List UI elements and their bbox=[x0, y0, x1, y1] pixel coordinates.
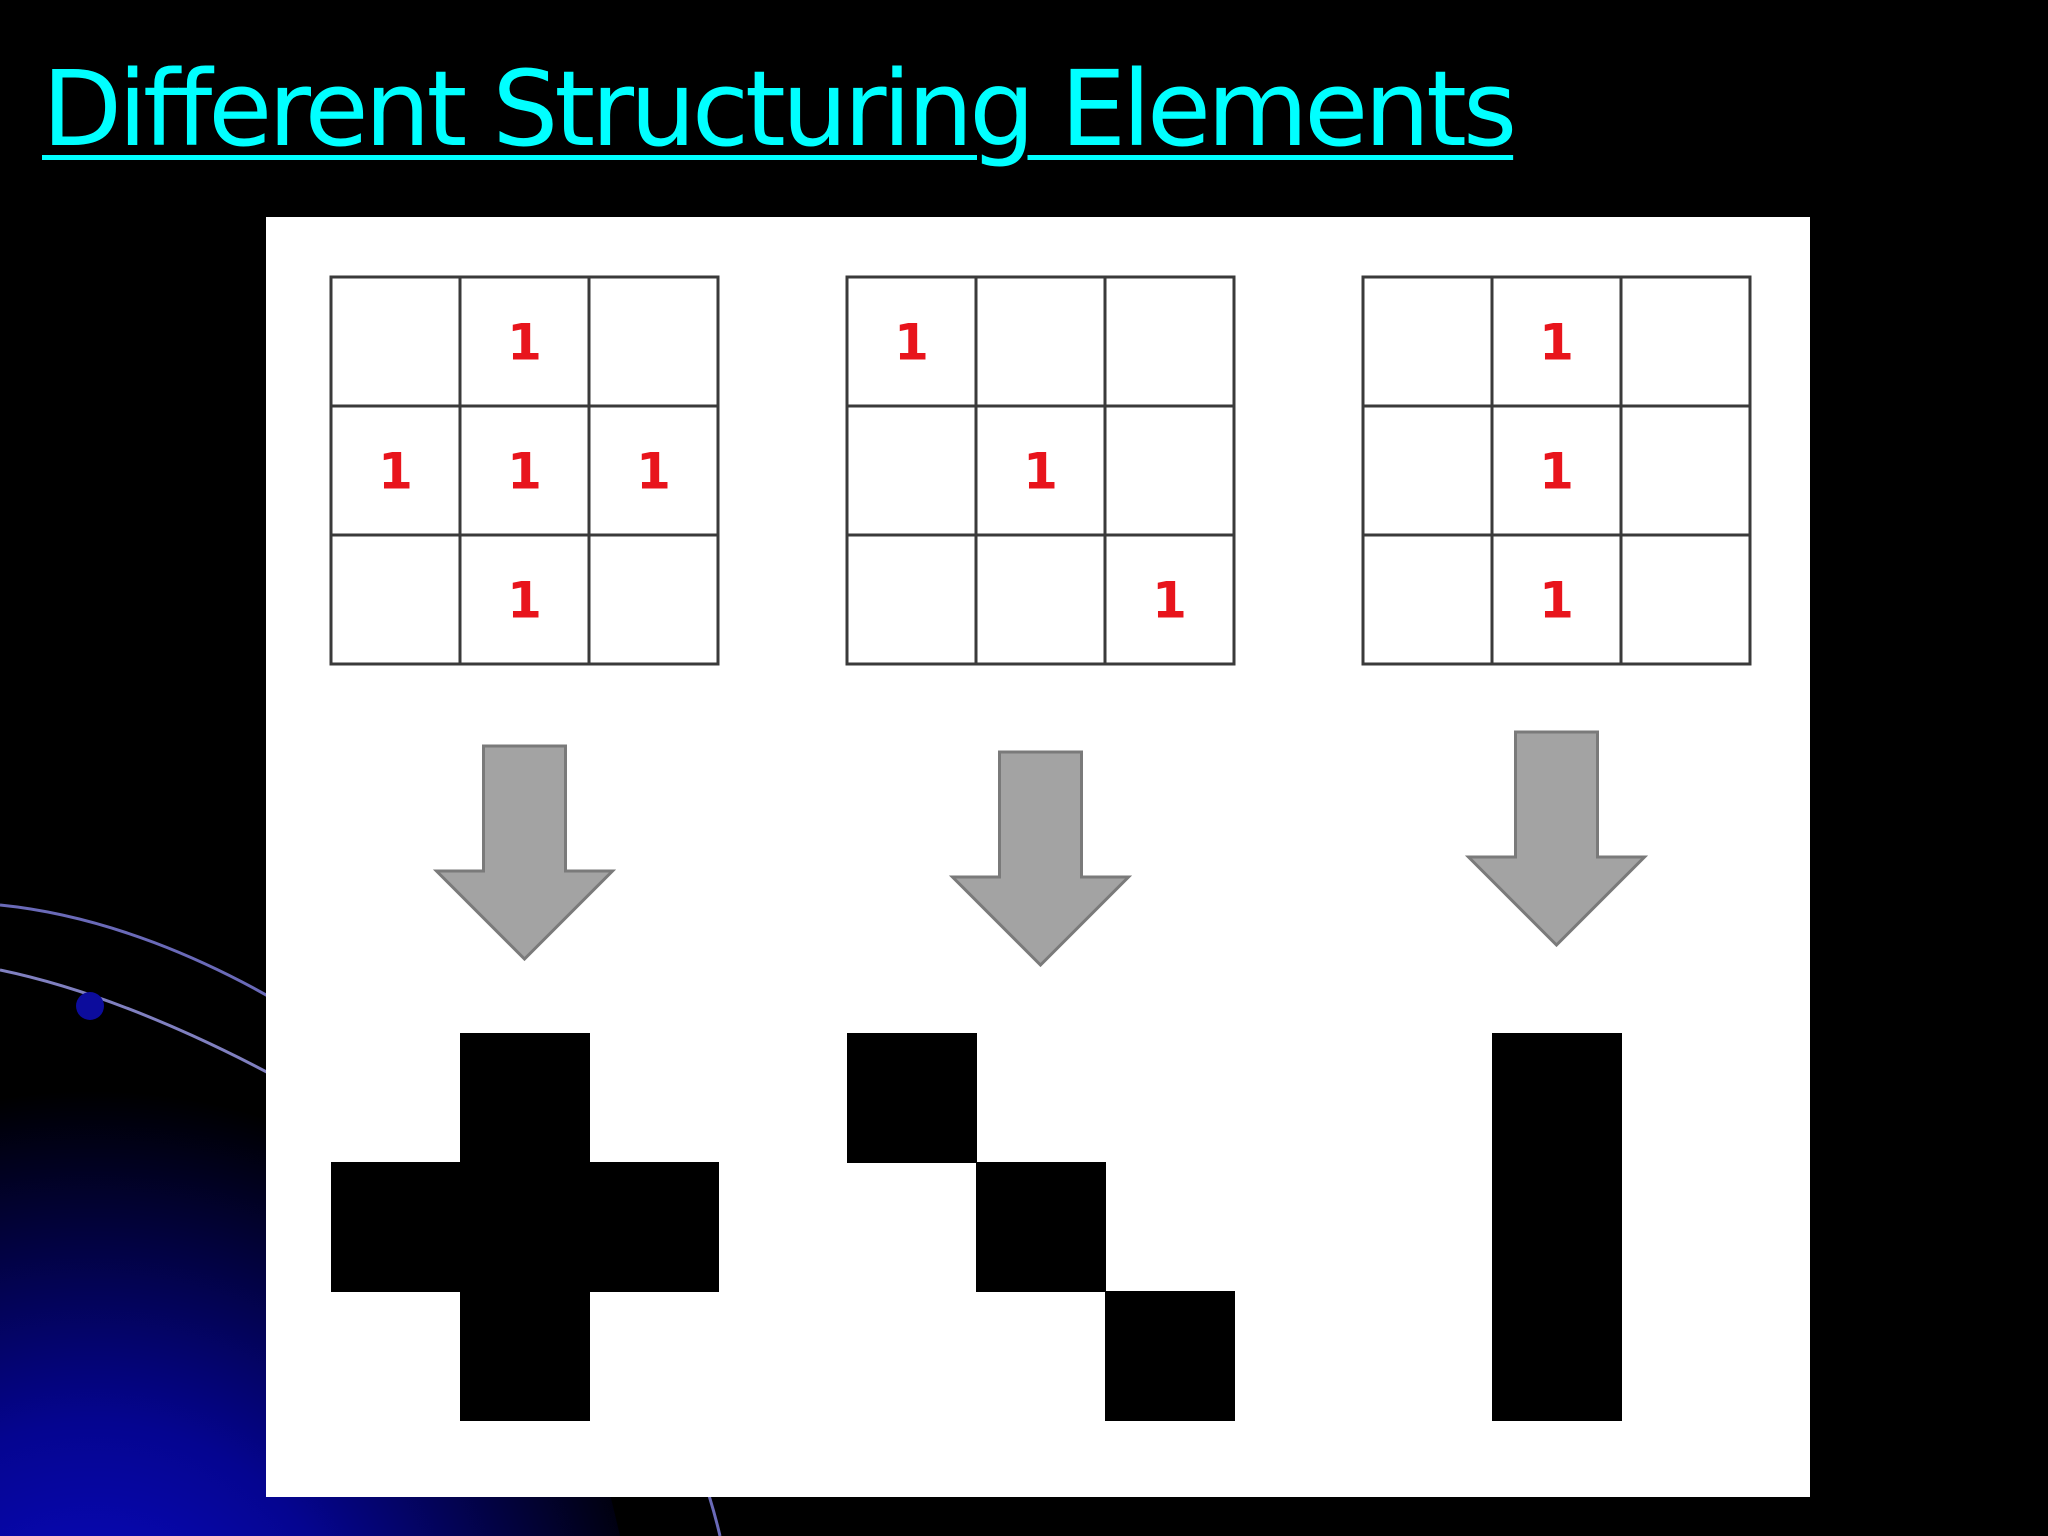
diagonal-grid-cell bbox=[845, 533, 978, 666]
vertical-line-grid-cell bbox=[1619, 275, 1752, 408]
cross-shape-block bbox=[460, 1162, 590, 1292]
cross-cell-value: 1 bbox=[507, 314, 542, 372]
vertical-line-grid-cell bbox=[1361, 275, 1494, 408]
slide-title: Different Structuring Elements bbox=[42, 48, 1517, 170]
diagonal-shape-block bbox=[976, 1162, 1106, 1292]
diagonal-grid-cell bbox=[1103, 275, 1236, 408]
figure-panel: 1 1 1 1 1 1 1 1 1 1 1 bbox=[266, 217, 1810, 1497]
diagonal-grid-cell bbox=[1103, 533, 1236, 666]
cross-grid-cell bbox=[458, 533, 591, 666]
vertical-line-cell-value: 1 bbox=[1539, 443, 1574, 501]
cross-grid-cell bbox=[329, 275, 462, 408]
cross-cell-value: 1 bbox=[378, 443, 413, 501]
cross-grid-cell bbox=[458, 404, 591, 537]
cross-grid-cell bbox=[587, 404, 720, 537]
diagonal-cell-value: 1 bbox=[1152, 572, 1187, 630]
vertical-line-grid-cell bbox=[1361, 533, 1494, 666]
diagonal-shape-block bbox=[1105, 1291, 1235, 1421]
cross-shape-block bbox=[460, 1291, 590, 1421]
down-arrow-icon bbox=[948, 750, 1133, 968]
diagonal-cell-value: 1 bbox=[894, 314, 929, 372]
vertical-line-shape-block bbox=[1492, 1162, 1622, 1292]
diagonal-grid-cell bbox=[845, 404, 978, 537]
diagonal-shape-block bbox=[847, 1033, 977, 1163]
down-arrow-icon bbox=[432, 744, 617, 962]
diagonal-grid-cell bbox=[974, 404, 1107, 537]
cross-grid-cell bbox=[587, 533, 720, 666]
vertical-line-grid-cell bbox=[1361, 404, 1494, 537]
diagonal-grid-cell bbox=[974, 275, 1107, 408]
down-arrow-icon bbox=[1464, 730, 1649, 948]
vertical-line-cell-value: 1 bbox=[1539, 572, 1574, 630]
cross-grid-cell bbox=[458, 275, 591, 408]
cross-grid-cell bbox=[587, 275, 720, 408]
vertical-line-grid-cell bbox=[1619, 404, 1752, 537]
diagonal-grid-cell bbox=[974, 533, 1107, 666]
cross-cell-value: 1 bbox=[507, 572, 542, 630]
cross-shape-block bbox=[460, 1033, 590, 1163]
vertical-line-grid-cell bbox=[1490, 275, 1623, 408]
vertical-line-shape-block bbox=[1492, 1033, 1622, 1163]
vertical-line-cell-value: 1 bbox=[1539, 314, 1574, 372]
diagonal-grid-cell bbox=[1103, 404, 1236, 537]
cross-shape-block bbox=[589, 1162, 719, 1292]
cross-cell-value: 1 bbox=[507, 443, 542, 501]
structuring-elements-figure: 1 1 1 1 1 1 1 1 1 1 1 bbox=[329, 275, 1752, 1421]
cross-grid-cell bbox=[329, 533, 462, 666]
diagonal-cell-value: 1 bbox=[1023, 443, 1058, 501]
cross-cell-value: 1 bbox=[636, 443, 671, 501]
background-node-dot bbox=[76, 992, 104, 1020]
cross-shape-block bbox=[331, 1162, 461, 1292]
vertical-line-grid-cell bbox=[1490, 533, 1623, 666]
vertical-line-grid-cell bbox=[1619, 533, 1752, 666]
vertical-line-shape-block bbox=[1492, 1291, 1622, 1421]
